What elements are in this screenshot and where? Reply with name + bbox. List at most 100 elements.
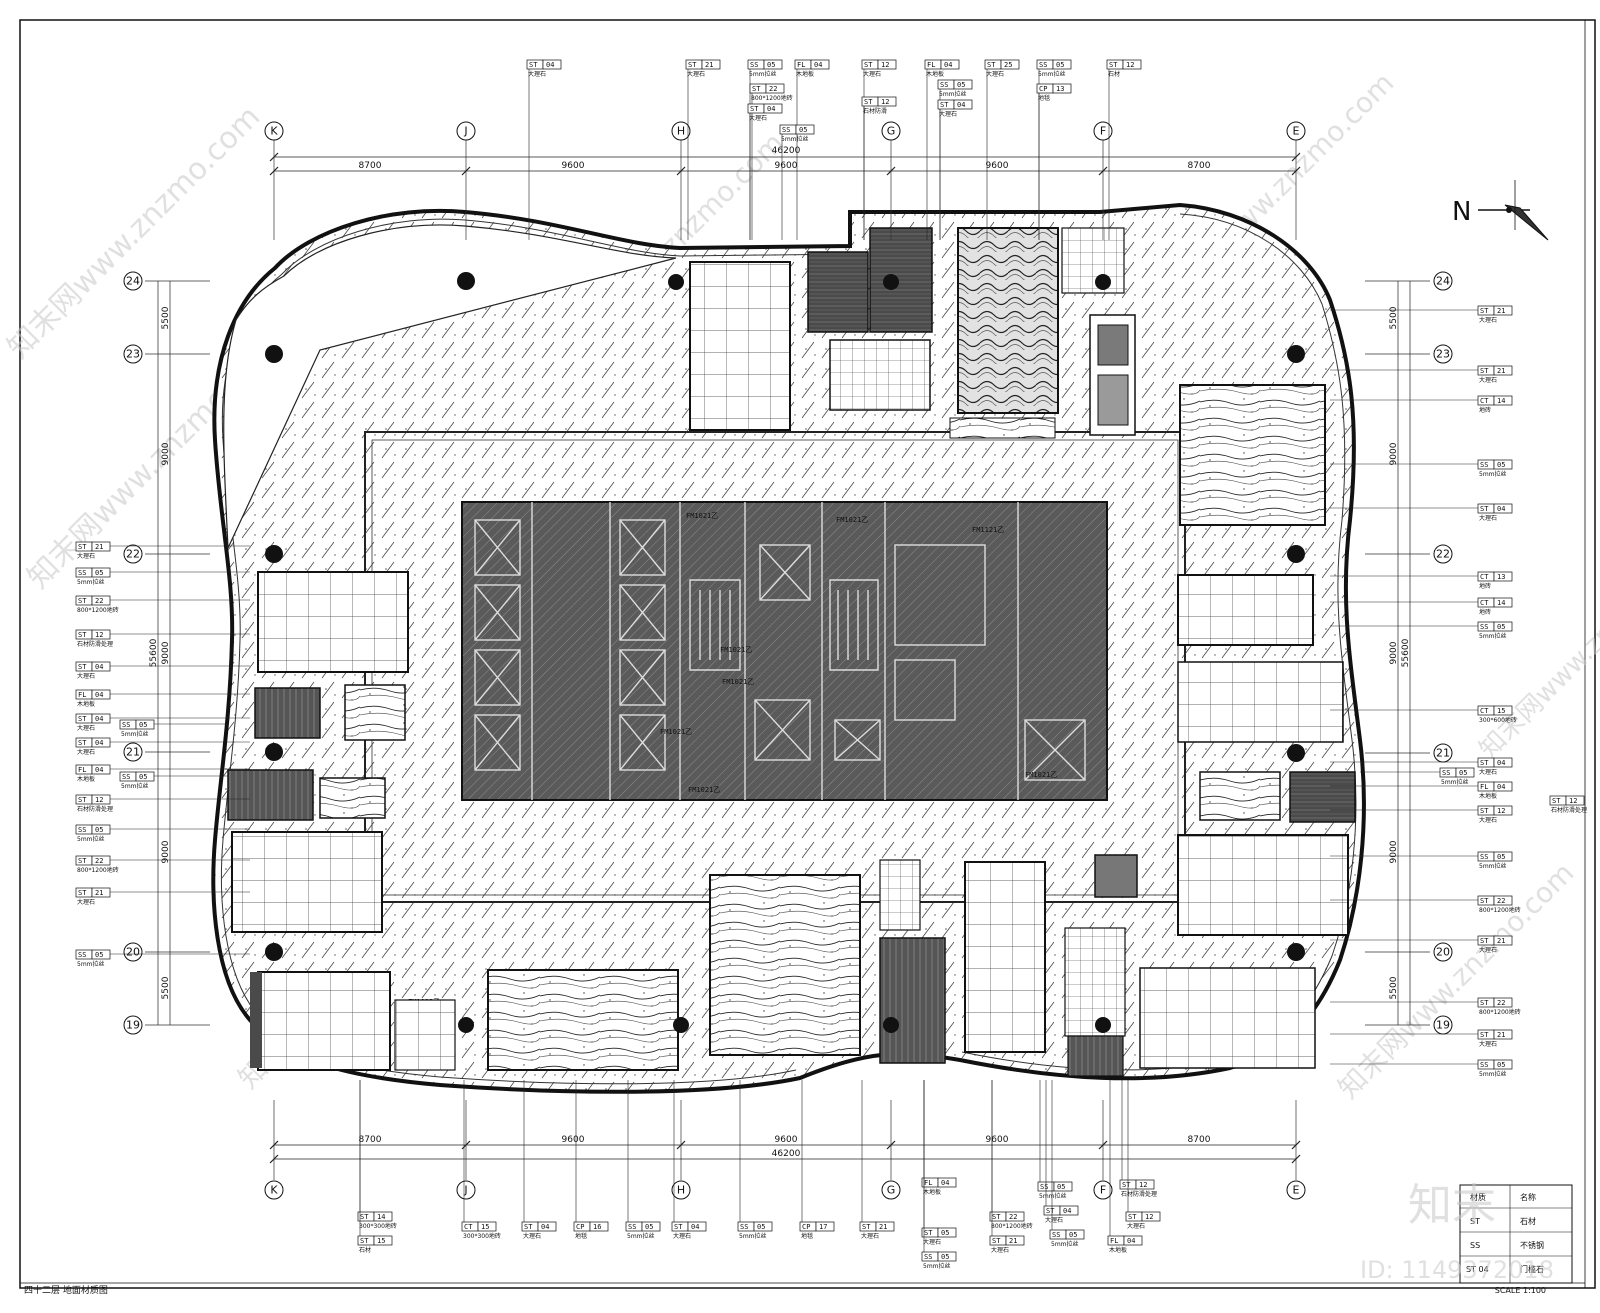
axis-label: 21 [126, 746, 140, 759]
material-name: 石材防滑处理 [1551, 806, 1587, 814]
material-code: ST [360, 1213, 369, 1221]
material-number: 12 [1497, 807, 1505, 815]
dimension-value: 9600 [562, 1135, 585, 1145]
axis-label: J [463, 125, 467, 138]
material-name: 大理石 [1045, 1216, 1063, 1224]
column [458, 1017, 474, 1033]
material-code: ST [78, 663, 87, 671]
legend-label: SS [1470, 1241, 1480, 1250]
material-code: SS [1052, 1231, 1060, 1239]
material-number: 04 [541, 1223, 549, 1231]
room-wood-right [1289, 771, 1356, 823]
door-label: FM1021乙 [688, 786, 720, 794]
material-number: 05 [1057, 1183, 1065, 1191]
material-code: SS [1480, 461, 1488, 469]
material-number: 04 [1127, 1237, 1135, 1245]
material-number: 12 [1569, 797, 1577, 805]
material-name: 大理石 [1479, 1040, 1497, 1048]
material-number: 05 [941, 1253, 949, 1261]
material-name: 大理石 [863, 70, 881, 78]
material-number: 04 [691, 1223, 699, 1231]
material-number: 21 [1497, 307, 1505, 315]
material-name: 大理石 [1479, 514, 1497, 522]
material-name: 300*300地砖 [359, 1222, 397, 1230]
column [1287, 744, 1305, 762]
dimension-left [157, 281, 171, 1025]
dimension-value: 9000 [1389, 442, 1399, 465]
room-wood-top [869, 227, 933, 333]
material-name: 大理石 [528, 70, 546, 78]
material-code: ST [360, 1237, 369, 1245]
dimension-value: 8700 [1188, 1135, 1211, 1145]
material-number: 22 [1009, 1213, 1017, 1221]
material-name: 大理石 [1479, 768, 1497, 776]
legend-value: 门槛石 [1520, 1264, 1544, 1274]
dimension-value: 9000 [1389, 641, 1399, 664]
material-name: 石材防滑 [863, 107, 887, 115]
material-number: 05 [1056, 61, 1064, 69]
dimension-value: 5500 [1389, 306, 1399, 329]
material-code: ST [924, 1229, 933, 1237]
central-core [461, 501, 1108, 801]
material-number: 05 [1459, 769, 1467, 777]
material-name: 5mm拉丝 [1479, 632, 1507, 640]
axis-lines [145, 140, 1430, 1180]
column [457, 272, 475, 290]
material-name: 大理石 [939, 110, 957, 118]
material-name: 石材防滑处理 [77, 640, 113, 648]
dimension-value: 5500 [161, 976, 171, 999]
material-number: 05 [139, 773, 147, 781]
room-strip-top [949, 417, 1056, 439]
material-number: 04 [957, 101, 965, 109]
material-name: 大理石 [77, 672, 95, 680]
material-name: 大理石 [687, 70, 705, 78]
material-number: 13 [1497, 573, 1505, 581]
dimension-value: 9000 [161, 641, 171, 664]
material-name: 地砖 [1479, 582, 1491, 590]
axis-label: 19 [126, 1019, 140, 1032]
axis-label: 24 [126, 275, 140, 288]
material-code: ST [78, 889, 87, 897]
material-code: SS [782, 126, 790, 134]
material-name: 5mm拉丝 [1479, 862, 1507, 870]
material-number: 05 [957, 81, 965, 89]
material-code: ST [864, 98, 873, 106]
dimension-total: 46200 [772, 146, 801, 156]
material-name: 800*1200地砖 [751, 94, 793, 102]
material-number: 12 [881, 98, 889, 106]
material-code: ST [987, 61, 996, 69]
material-code: SS [78, 826, 86, 834]
material-number: 21 [1497, 367, 1505, 375]
material-code: ST [992, 1237, 1001, 1245]
dimension-top [269, 152, 1301, 176]
material-number: 21 [95, 889, 103, 897]
material-number: 15 [481, 1223, 489, 1231]
material-name: 大理石 [523, 1232, 541, 1240]
material-name: 石材防滑处理 [77, 805, 113, 813]
material-code: CT [1480, 707, 1489, 715]
axis-label: 24 [1436, 275, 1450, 288]
material-name: 5mm拉丝 [77, 960, 105, 968]
material-number: 04 [941, 1179, 949, 1187]
material-number: 05 [799, 126, 807, 134]
material-code: SS [1480, 1061, 1488, 1069]
core-partitions [474, 502, 1086, 800]
material-name: 大理石 [923, 1238, 941, 1246]
door-label: FM1021乙 [836, 516, 868, 524]
legend-label: ST [1470, 1217, 1480, 1226]
